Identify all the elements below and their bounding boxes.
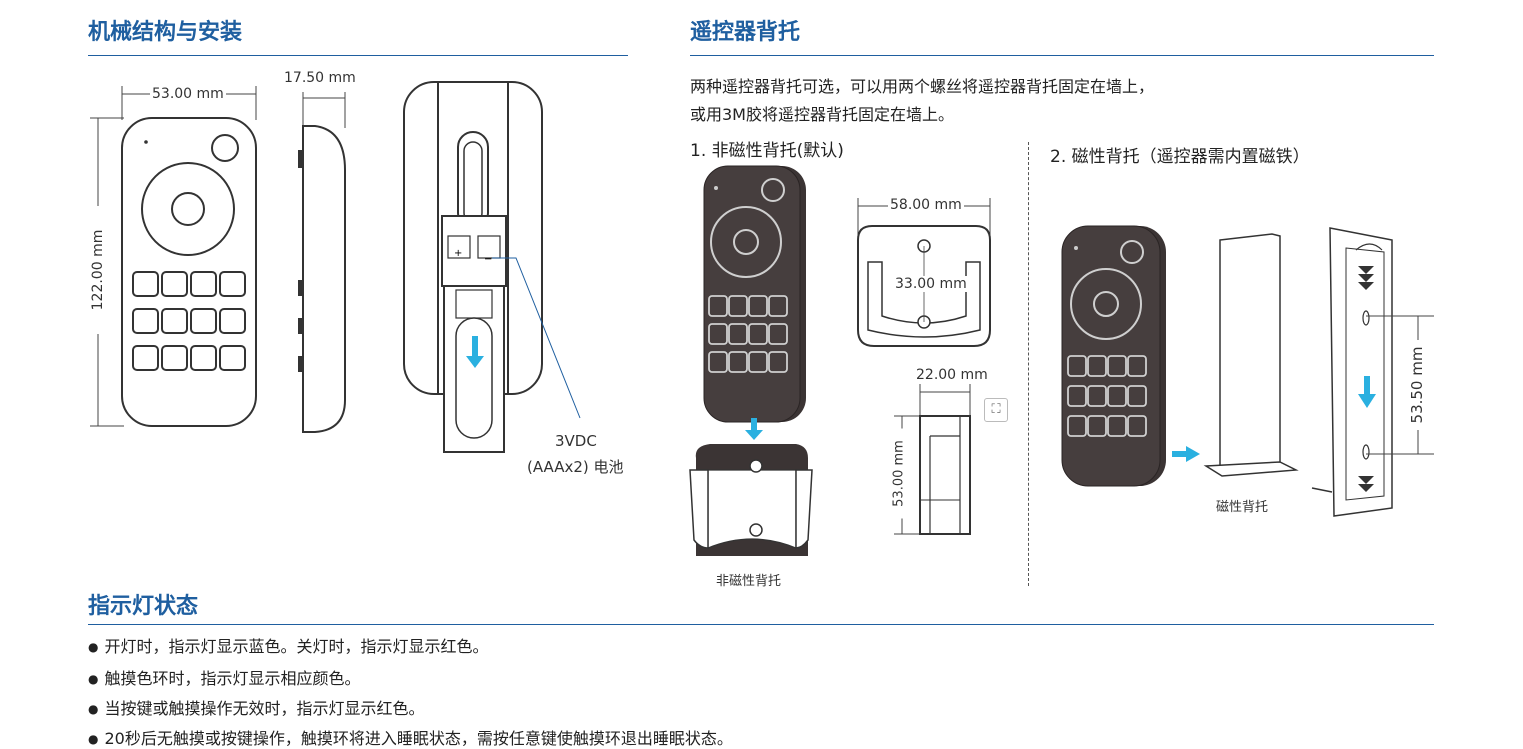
option1-dim-width: 58.00 mm <box>888 197 964 213</box>
option2-caption: 磁性背托 <box>1216 500 1269 515</box>
svg-text:−: − <box>484 254 492 265</box>
option2-remote-drawing <box>1061 225 1434 517</box>
option1-remote-drawing <box>689 165 813 556</box>
option1-dim-height: 53.00 mm <box>891 428 907 519</box>
option1-title: 1. 非磁性背托(默认) <box>690 141 844 161</box>
option1-dim-hole: 33.00 mm <box>893 276 969 292</box>
battery-label-line1: 3VDC <box>555 432 597 450</box>
remote-side-drawing <box>298 92 346 433</box>
indicator-title-rule <box>88 624 1434 625</box>
dim-height-label: 122.00 mm <box>90 206 106 334</box>
dim-thickness-label: 17.50 mm <box>284 70 356 86</box>
indicator-bullet-2: 触摸色环时，指示灯显示相应颜色。 <box>88 665 360 689</box>
holder-intro-line1: 两种遥控器背托可选，可以用两个螺丝将遥控器背托固定在墙上， <box>690 77 1155 96</box>
dim-width-label: 53.00 mm <box>150 86 226 102</box>
option2-dim-height: 53.50 mm <box>1408 340 1426 430</box>
battery-label-line2: (AAAx2) 电池 <box>527 458 624 476</box>
option2-title: 2. 磁性背托（遥控器需内置磁铁） <box>1050 147 1310 167</box>
indicator-bullet-3: 当按键或触摸操作无效时，指示灯显示红色。 <box>88 695 424 719</box>
options-divider <box>1028 142 1029 586</box>
holder-title-rule <box>690 55 1434 56</box>
indicator-title: 指示灯状态 <box>88 594 199 619</box>
holder-title: 遥控器背托 <box>690 20 801 45</box>
crop-zoom-icon[interactable]: ⛶ <box>984 398 1008 422</box>
mechanical-title: 机械结构与安装 <box>88 20 243 45</box>
svg-text:+: + <box>454 248 462 259</box>
indicator-bullet-1: 开灯时，指示灯显示蓝色。关灯时，指示灯显示红色。 <box>88 633 488 657</box>
option1-caption: 非磁性背托 <box>716 574 782 589</box>
indicator-bullet-4: 20秒后无触摸或按键操作，触摸环将进入睡眠状态，需按任意键使触摸环退出睡眠状态。 <box>88 725 732 749</box>
holder-intro-line2: 或用3M胶将遥控器背托固定在墙上。 <box>690 105 954 124</box>
mechanical-title-rule <box>88 55 628 56</box>
option1-dim-depth: 22.00 mm <box>916 367 988 383</box>
remote-back-drawing: + − <box>403 81 581 453</box>
remote-front-drawing <box>90 86 257 427</box>
